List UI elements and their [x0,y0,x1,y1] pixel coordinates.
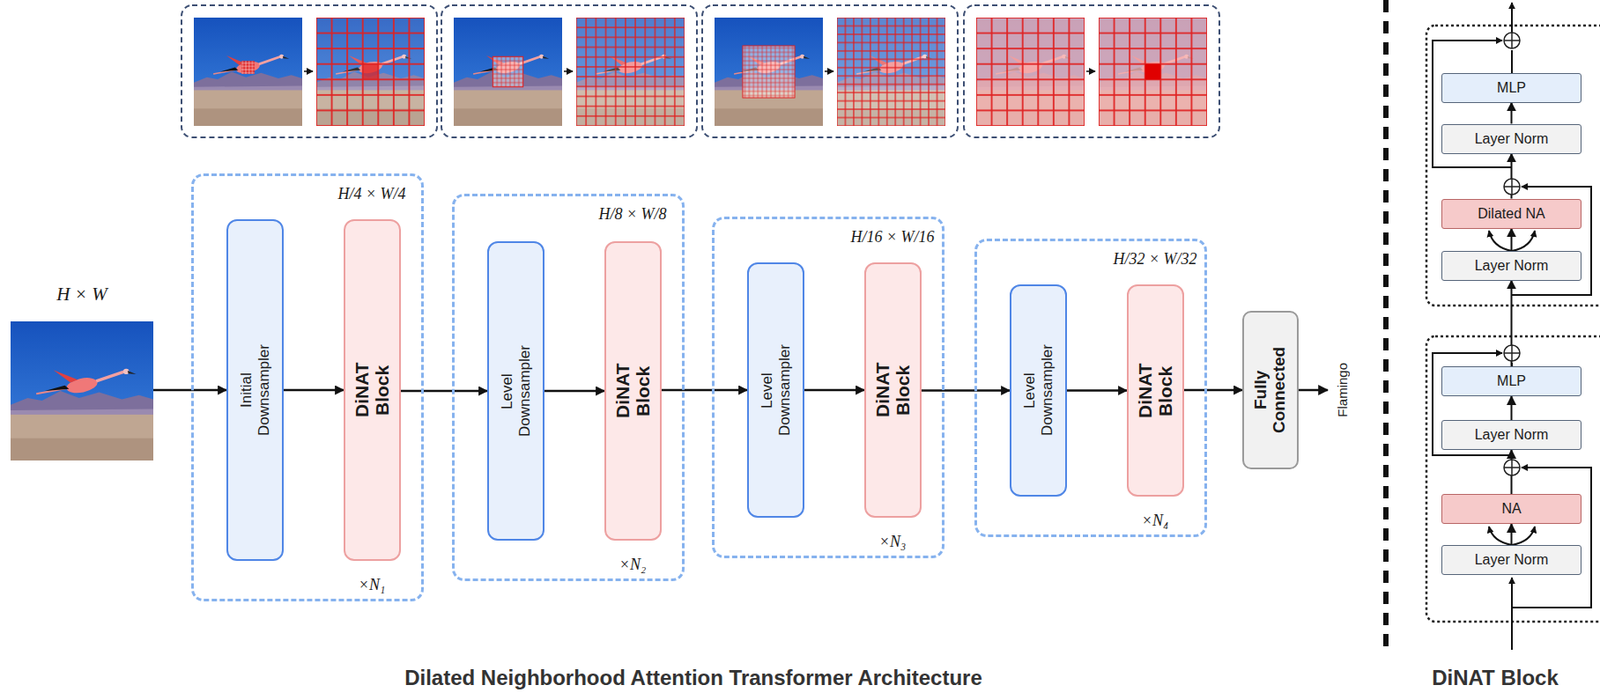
flow-arrow [921,389,1010,393]
flow-arrow [1511,396,1513,421]
input-image-node: H × W [10,281,154,463]
stage-group: H/32 × W/32 ×N₄ Level Downsampler DiNAT Blo… [974,238,1208,538]
downsampler-box: Level Downsampler [487,241,545,541]
residual-lines [1432,2,1592,651]
node-label: Level Downsampler [498,336,534,447]
flow-arrow [153,389,227,393]
node-label: Dilated NA [1477,206,1545,223]
flow-arrow [283,389,344,393]
node-label: Initial Downsampler [237,335,273,446]
attention-box: Dilated NA [1441,199,1582,230]
stage-group: H/8 × W/8 ×N₂ Level Downsampler DiNAT Block [451,193,685,582]
flow-arrow [400,390,488,393]
separator [1383,0,1389,651]
resolution-label: H/8 × W/8 [598,205,667,224]
flow-arrow [1511,229,1513,252]
resolution-label: H/16 × W/16 [850,228,934,247]
output-class-label: Flamingo [1334,362,1350,418]
flow-arrow [1184,389,1243,393]
layer-norm-box: Layer Norm [1441,545,1582,576]
node-label: Layer Norm [1474,427,1549,444]
node-label: DiNAT Block [1134,355,1176,427]
mlp-box: MLP [1441,366,1582,397]
flow-arrow [1511,524,1513,546]
repeat-label: ×N₄ [1141,511,1169,531]
attention-panels [181,5,1220,138]
dinat-block-box: DiNAT Block [864,262,922,519]
output-arrow [1298,389,1328,393]
node-label: Level Downsampler [758,335,793,446]
figure-caption: Dilated Neighborhood Attention Transform… [404,666,983,691]
node-label: NA [1501,501,1521,518]
resolution-label: H/32 × W/32 [1112,250,1197,269]
node-label: DiNAT Block [872,355,913,426]
dinat-block-box: DiNAT Block [1126,284,1185,497]
node-label: Fully Connected [1251,341,1289,439]
node-label: MLP [1496,80,1526,97]
flow-arrow [544,390,605,393]
layer-norm-box: Layer Norm [1441,124,1582,155]
stage-group: H/4 × W/4 ×N₁ Initial Downsampler DiNAT Blo… [191,173,424,602]
repeat-label: ×N₁ [358,576,386,595]
node-label: MLP [1496,373,1526,390]
dinat-block-box: DiNAT Block [604,241,662,541]
mlp-box: MLP [1441,73,1582,104]
figure-caption: DiNAT Block [1431,666,1559,691]
downsampler-box: Initial Downsampler [226,219,284,562]
flow-arrow [1511,103,1513,125]
downsampler-box: Level Downsampler [747,262,805,519]
attention-box: NA [1441,494,1582,525]
layer-norm-box: Layer Norm [1441,251,1582,282]
flow-arrow [1066,389,1127,393]
node-label: H × W [56,281,107,306]
layer-norm-box: Layer Norm [1441,420,1582,451]
repeat-label: ×N₃ [879,533,906,552]
block-frame [1426,25,1600,306]
flow-arrow [804,389,865,393]
node-label: Layer Norm [1474,131,1549,148]
fully-connected-box: Fully Connected [1242,311,1299,470]
flow-arrow [661,389,748,393]
node-label: DiNAT Block [612,355,653,427]
node-label: Layer Norm [1474,258,1549,275]
downsampler-box: Level Downsampler [1009,284,1067,497]
repeat-label: ×N₂ [619,555,646,575]
resolution-label: H/4 × W/4 [337,185,406,204]
stage-group: H/16 × W/16 ×N₃ Level Downsampler DiNAT Blo… [711,216,945,559]
node-label: Level Downsampler [1021,335,1056,446]
node-label: DiNAT Block [351,355,393,426]
dinat-block-box: DiNAT Block [343,219,401,562]
block-frame [1426,336,1600,623]
node-label: Layer Norm [1474,552,1549,569]
input-image [10,321,154,461]
